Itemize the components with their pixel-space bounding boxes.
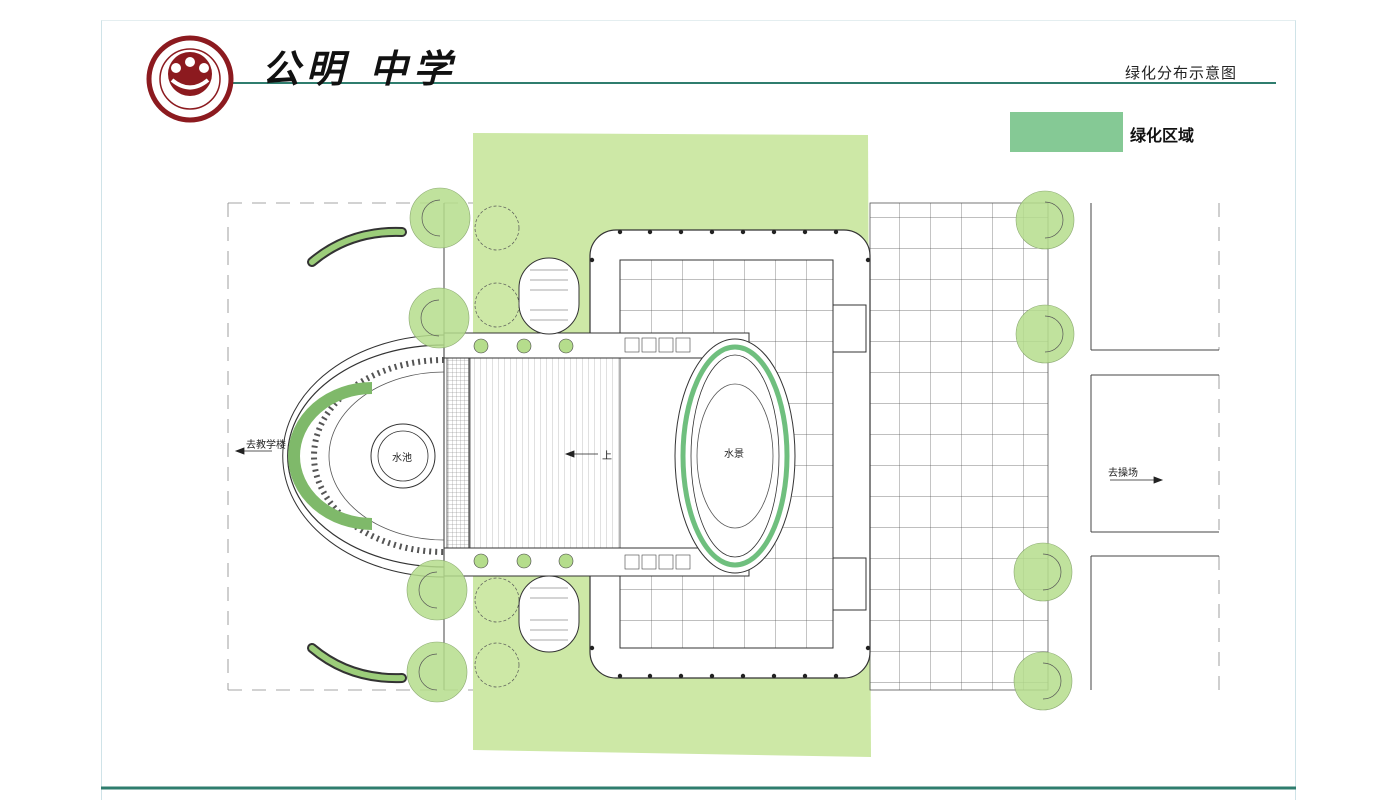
sheet-title: 绿化分布示意图 [1125, 64, 1238, 82]
corridor-planters [473, 338, 574, 569]
curved-benches [307, 226, 407, 684]
label-to-playground: 去操场 [1108, 468, 1138, 479]
tree-canopies [406, 187, 1075, 711]
steps [469, 357, 621, 549]
plaza-bollards [589, 229, 871, 679]
label-pool: 水池 [392, 453, 412, 464]
label-water-feature: 水景 [724, 449, 744, 460]
direction-arrows [234, 447, 1164, 484]
legend-label: 绿化区域 [1130, 126, 1195, 145]
school-name: 公明 中学 [262, 46, 458, 91]
water-feature [674, 338, 796, 574]
tree-outlines [418, 199, 1064, 700]
east-paved-plaza [869, 202, 1049, 691]
label-up: 上 [602, 451, 612, 462]
legend-swatch [1010, 112, 1123, 152]
school-logo [146, 35, 234, 123]
amphitheatre [282, 334, 445, 578]
pill-planters [518, 257, 580, 653]
drawing-sheet [101, 20, 1296, 800]
label-to-teaching-building: 去教学楼 [246, 440, 286, 451]
